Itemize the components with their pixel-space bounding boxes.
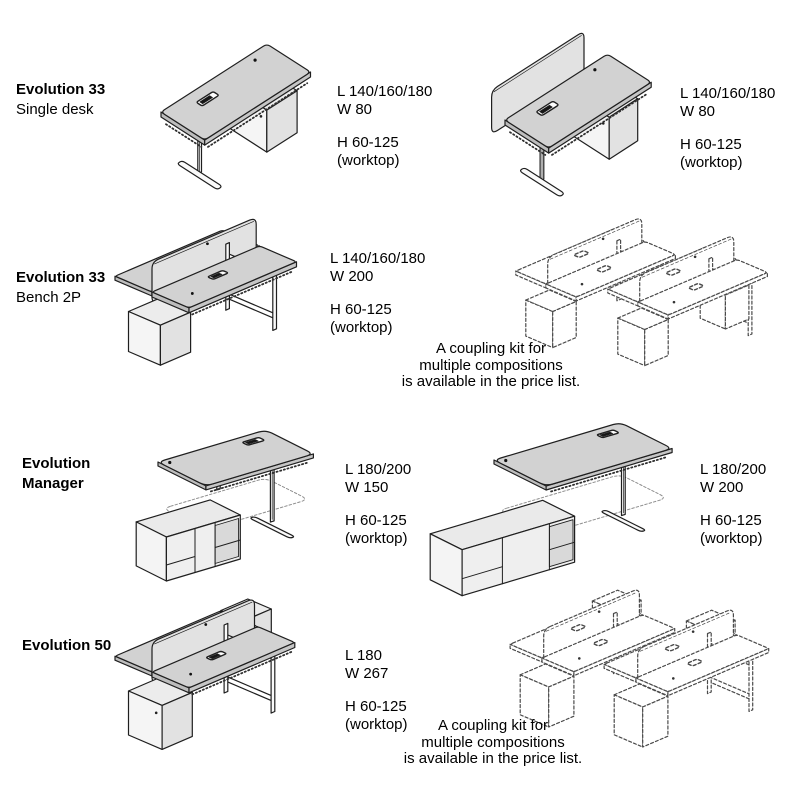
figure-coupled-benches-dashed [515, 218, 768, 367]
figure-single-desk-with-pedestal [160, 44, 312, 190]
figure-coupled-benches-dashed-2 [509, 589, 770, 748]
spec-height-note: (worktop) [680, 154, 743, 171]
figure-bench-2p [114, 218, 298, 366]
figure-single-desk-with-screen [491, 32, 652, 197]
spec-block: L 180/200 W 150 H 60-125 (worktop) [345, 461, 411, 548]
coupling-note-line: is available in the price list. [403, 750, 583, 767]
product-subtitle: Manager [22, 475, 84, 492]
spec-length: L 140/160/180 [680, 85, 776, 102]
spec-block: L 140/160/180 W 200 H 60-125 (worktop) [330, 250, 425, 337]
product-label-evolution50: Evolution 50 [22, 636, 111, 656]
figure-manager-desk-2 [429, 423, 673, 597]
figure-manager-desk-1 [135, 430, 314, 582]
spec-width: W 80 [680, 103, 716, 120]
spec-length: L 140/160/180 [337, 83, 433, 100]
product-label-evolution-manager: Evolution Manager [22, 454, 90, 494]
product-subtitle: Single desk [16, 101, 94, 118]
spec-length: L 140/160/180 [330, 250, 426, 267]
spec-width: W 150 [345, 479, 389, 496]
spec-height-note: (worktop) [330, 319, 393, 336]
product-label-evolution33-single: Evolution 33 Single desk [16, 80, 105, 120]
spec-width: W 200 [700, 479, 744, 496]
spec-block: L 180 W 267 H 60-125 (worktop) [345, 647, 408, 734]
product-title: Evolution 33 [16, 269, 106, 286]
product-label-evolution33-bench: Evolution 33 Bench 2P [16, 268, 105, 308]
coupling-note: A coupling kit for multiple compositions… [393, 340, 589, 391]
product-subtitle: Bench 2P [16, 289, 82, 306]
spec-width: W 80 [337, 101, 373, 118]
spec-height-note: (worktop) [337, 152, 400, 169]
coupling-note: A coupling kit for multiple compositions… [395, 717, 591, 768]
spec-height: H 60-125 [345, 698, 407, 715]
coupling-note-line: A coupling kit for [437, 717, 549, 734]
spec-height-note: (worktop) [345, 530, 408, 547]
spec-height-note: (worktop) [345, 716, 408, 733]
spec-length: L 180 [345, 647, 382, 664]
spec-block: L 140/160/180 W 80 H 60-125 (worktop) [337, 83, 432, 170]
product-title: Evolution 50 [22, 637, 112, 654]
coupling-note-line: A coupling kit for [435, 340, 547, 357]
product-title: Evolution 33 [16, 81, 106, 98]
coupling-note-line: is available in the price list. [401, 373, 581, 390]
spec-block: L 140/160/180 W 80 H 60-125 (worktop) [680, 85, 775, 172]
spec-height: H 60-125 [345, 512, 407, 529]
spec-block: L 180/200 W 200 H 60-125 (worktop) [700, 461, 766, 548]
spec-height-note: (worktop) [700, 530, 763, 547]
spec-length: L 180/200 [345, 461, 412, 478]
spec-length: L 180/200 [700, 461, 767, 478]
spec-height: H 60-125 [337, 134, 399, 151]
coupling-note-line: multiple compositions [419, 356, 563, 374]
spec-width: W 200 [330, 268, 374, 285]
spec-height: H 60-125 [700, 512, 762, 529]
spec-height: H 60-125 [680, 136, 742, 153]
spec-height: H 60-125 [330, 301, 392, 318]
spec-width: W 267 [345, 665, 389, 682]
figure-evolution50-bench [114, 598, 296, 750]
product-title: Evolution [22, 455, 91, 472]
coupling-note-line: multiple compositions [421, 733, 565, 751]
